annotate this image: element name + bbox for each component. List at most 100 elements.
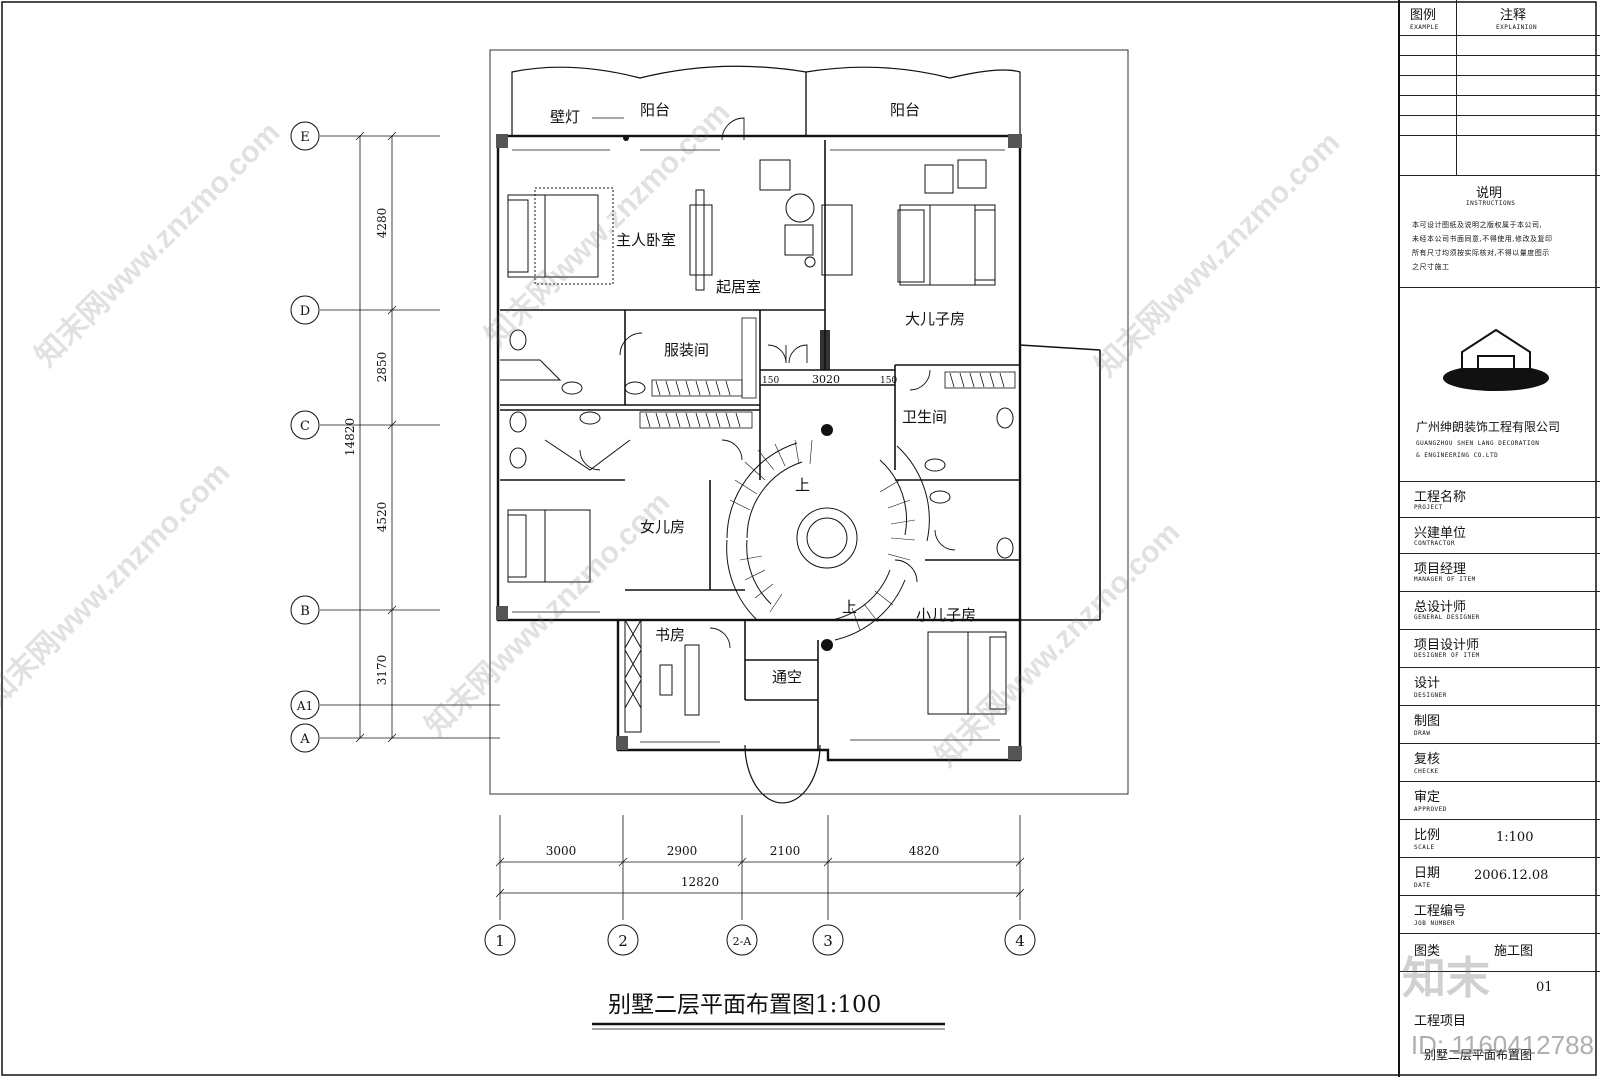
dim-corridor-b: 150 — [880, 376, 897, 386]
project-item-label: 工程项目 — [1414, 1014, 1467, 1029]
notes-label-en: EXPLAINION — [1496, 24, 1538, 31]
scale-label-en: SCALE — [1414, 844, 1435, 851]
draw-row: 制图 DRAW — [1400, 706, 1600, 744]
dim-left-total: 14820 — [343, 418, 357, 456]
designer-label-en: DESIGNER — [1414, 692, 1447, 699]
drawing-no-value: 01 — [1536, 980, 1553, 995]
title-block: 图例 EXAMPLE 注释 EXPLAINION 说明 INSTRUCTIONS… — [1398, 0, 1600, 1077]
room-bathroom: 卫生间 — [902, 408, 947, 426]
check-label-en: CHECKE — [1414, 768, 1439, 775]
axis-label: 3 — [823, 932, 833, 950]
scale-label: 比例 — [1414, 828, 1441, 843]
axis-label: A1 — [296, 699, 313, 713]
date-value: 2006.12.08 — [1474, 868, 1549, 883]
room-elder-son: 大儿子房 — [905, 310, 965, 328]
dim-bottom: 2100 — [770, 844, 801, 858]
drawing-title: 别墅二层平面布置图1:100 — [608, 992, 881, 1018]
job-number-label: 工程编号 — [1414, 904, 1467, 919]
item-designer-label: 项目设计师 — [1414, 638, 1480, 653]
dim-corridor-a: 150 — [762, 376, 779, 386]
draw-label-en: DRAW — [1414, 730, 1431, 737]
axis-label: C — [300, 419, 310, 434]
watermark-logo: 知末 — [1402, 954, 1490, 1003]
general-designer-label: 总设计师 — [1414, 600, 1467, 615]
axis-label: 1 — [495, 932, 505, 950]
date-row: 日期 DATE 2006.12.08 — [1400, 858, 1600, 896]
legend-header: 图例 EXAMPLE 注释 EXPLAINION — [1400, 0, 1600, 36]
drawing-type-row: 图类 施工图 01 — [1400, 934, 1600, 995]
scale-row: 比例 SCALE 1:100 — [1400, 820, 1600, 858]
axis-label: D — [300, 304, 310, 319]
legend-label: 图例 — [1410, 8, 1437, 23]
wall-lamp-label: 壁灯 — [550, 108, 580, 126]
dim-bottom: 2900 — [667, 844, 698, 858]
dim-left: 4520 — [375, 502, 389, 533]
manager-row: 项目经理 MANAGER OF ITEM — [1400, 554, 1600, 592]
axis-label: B — [300, 604, 310, 619]
company-name: 广州绅朗装饰工程有限公司 — [1416, 420, 1561, 434]
axis-label: 2-A — [733, 935, 753, 948]
draw-label: 制图 — [1414, 714, 1441, 729]
date-label: 日期 — [1414, 866, 1441, 881]
balcony-right: 阳台 — [890, 101, 920, 119]
approved-label-en: APPROVED — [1414, 806, 1447, 813]
axis-label: 2 — [618, 932, 628, 950]
project-label-en: PROJECT — [1414, 504, 1443, 511]
scale-value: 1:100 — [1496, 830, 1534, 845]
stair-up-label-2: 上 — [842, 598, 857, 616]
dim-bottom: 4820 — [909, 844, 940, 858]
balcony-left: 阳台 — [640, 101, 670, 119]
project-row: 工程名称 PROJECT — [1400, 482, 1600, 518]
balcony-left-outline — [511, 65, 807, 137]
contractor-label-en: CONTRACTOR — [1414, 540, 1456, 547]
instructions-section: 说明 INSTRUCTIONS 本可设计图纸及说明之版权属于本公司, 未经本公司… — [1400, 176, 1600, 288]
job-number-label-en: JOB NUMBER — [1414, 920, 1456, 927]
check-label: 复核 — [1414, 752, 1441, 767]
legend-label-en: EXAMPLE — [1410, 24, 1439, 31]
company-name-en: GUANGZHOU SHEN LANG DECORATION — [1416, 440, 1540, 447]
company-section: 广州绅朗装饰工程有限公司 GUANGZHOU SHEN LANG DECORAT… — [1400, 288, 1600, 482]
axis-label: 4 — [1015, 932, 1025, 950]
instructions-line: 所有尺寸均须按实际核对,不得以量度图示 — [1412, 249, 1550, 257]
company-logo — [1443, 328, 1549, 391]
axis-label: E — [300, 130, 310, 145]
instructions-line: 本可设计图纸及说明之版权属于本公司, — [1412, 221, 1543, 229]
designer-row: 设计 DESIGNER — [1400, 668, 1600, 706]
room-daughter: 女儿房 — [640, 518, 685, 536]
dim-left: 3170 — [375, 655, 389, 686]
room-study: 书房 — [655, 626, 685, 644]
item-designer-label-en: DESIGNER OF ITEM — [1414, 652, 1480, 659]
room-wardrobe: 服装间 — [664, 341, 709, 359]
contractor-row: 兴建单位 CONTRACTOR — [1400, 518, 1600, 554]
check-row: 复核 CHECKE — [1400, 744, 1600, 782]
room-void: 通空 — [772, 668, 802, 686]
project-item-value: 别墅二层平面布置图 — [1424, 1048, 1533, 1062]
dim-bottom: 3000 — [546, 844, 577, 858]
approved-label: 审定 — [1414, 790, 1441, 805]
notes-label: 注释 — [1500, 8, 1527, 23]
project-label: 工程名称 — [1414, 490, 1467, 505]
instructions-line: 未经本公司书面同意,不得使用,修改及复印 — [1412, 235, 1553, 243]
manager-label-en: MANAGER OF ITEM — [1414, 576, 1476, 583]
date-label-en: DATE — [1414, 882, 1431, 889]
item-designer-row: 项目设计师 DESIGNER OF ITEM — [1400, 630, 1600, 668]
instructions-line: 之尺寸施工 — [1412, 263, 1450, 271]
dim-left: 4280 — [375, 208, 389, 239]
general-designer-label-en: GENERAL DESIGNER — [1414, 614, 1480, 621]
instructions-label-en: INSTRUCTIONS — [1466, 200, 1516, 207]
designer-label: 设计 — [1414, 676, 1441, 691]
drawing-type-label: 图类 — [1414, 944, 1441, 959]
drawing-type-value: 施工图 — [1494, 944, 1534, 959]
watermark-id: ID: 1160412788 — [1410, 1030, 1594, 1060]
instructions-label: 说明 — [1476, 186, 1503, 201]
room-younger-son: 小儿子房 — [916, 606, 976, 624]
approved-row: 审定 APPROVED — [1400, 782, 1600, 820]
dim-bottom-total: 12820 — [681, 875, 719, 889]
dim-corridor: 3020 — [812, 373, 840, 386]
stair-up-label-1: 上 — [795, 476, 810, 494]
general-designer-row: 总设计师 GENERAL DESIGNER — [1400, 592, 1600, 630]
job-number-row: 工程编号 JOB NUMBER — [1400, 896, 1600, 934]
axis-label: A — [299, 732, 310, 747]
contractor-label: 兴建单位 — [1414, 526, 1467, 541]
